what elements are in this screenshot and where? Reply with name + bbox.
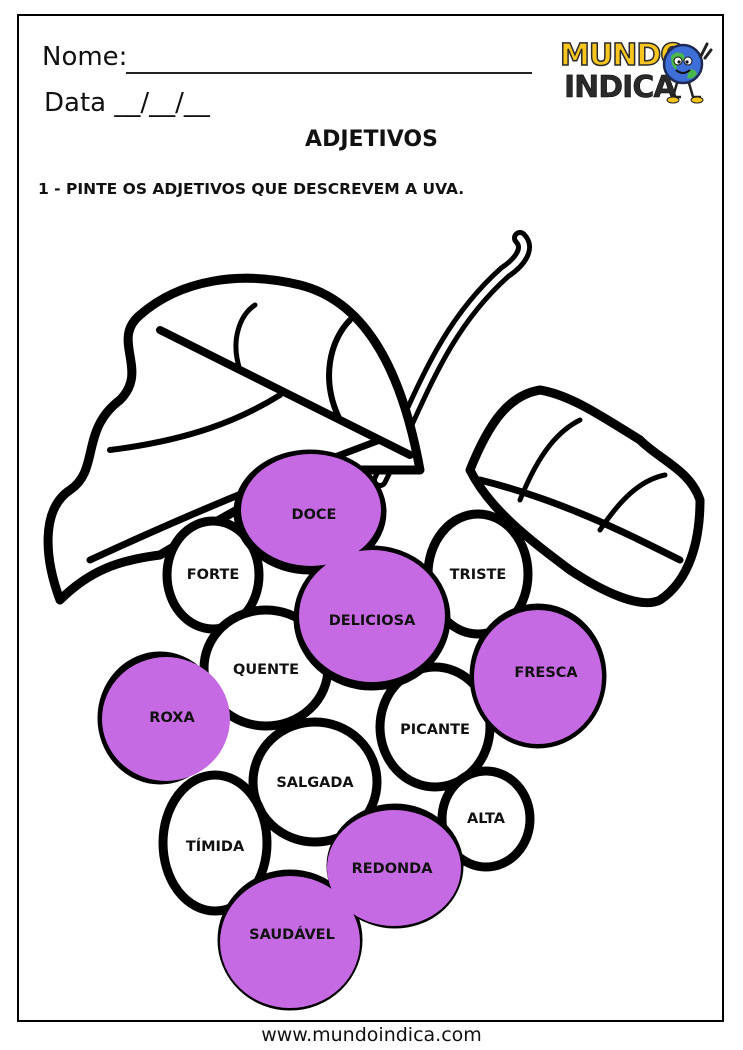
grape-word-picante[interactable]: PICANTE bbox=[400, 722, 470, 738]
painted-grape-doce bbox=[241, 454, 381, 566]
grape-word-redonda[interactable]: REDONDA bbox=[351, 861, 433, 877]
page-border bbox=[17, 14, 724, 1022]
painted-grape-fresca bbox=[474, 610, 602, 744]
name-label: Nome: bbox=[42, 42, 128, 72]
painted-grape-roxa bbox=[102, 657, 230, 781]
grape-word-fresca[interactable]: FRESCA bbox=[514, 665, 578, 681]
grape-word-salgada[interactable]: SALGADA bbox=[276, 775, 354, 791]
grape-word-forte[interactable]: FORTE bbox=[186, 567, 240, 583]
painted-grape-deliciosa bbox=[299, 550, 445, 682]
mundo-indica-logo: MUNDO INDICA bbox=[558, 37, 713, 108]
painted-grape-redonda bbox=[327, 810, 461, 926]
grape-word-timida[interactable]: TÍMIDA bbox=[185, 839, 245, 855]
grape-word-saudavel[interactable]: SAUDÁVEL bbox=[249, 927, 335, 943]
grape-word-quente[interactable]: QUENTE bbox=[233, 662, 299, 678]
name-input-line[interactable] bbox=[126, 72, 532, 74]
worksheet-instruction: 1 - PINTE OS ADJETIVOS QUE DESCREVEM A U… bbox=[38, 180, 465, 198]
date-label: Data __/__/__ bbox=[44, 88, 210, 118]
painted-grape-saudavel bbox=[220, 876, 360, 1008]
grape-word-triste[interactable]: TRISTE bbox=[449, 567, 507, 583]
logo-word-indica: INDICA bbox=[564, 70, 677, 106]
globe-mascot-icon bbox=[662, 42, 713, 104]
grape-word-doce[interactable]: DOCE bbox=[291, 507, 337, 523]
grape-word-deliciosa[interactable]: DELICIOSA bbox=[328, 613, 416, 629]
grape-word-alta[interactable]: ALTA bbox=[466, 811, 506, 827]
grape-word-roxa[interactable]: ROXA bbox=[149, 710, 195, 726]
worksheet-title: ADJETIVOS bbox=[305, 127, 438, 152]
footer-url: www.mundoindica.com bbox=[261, 1024, 482, 1046]
